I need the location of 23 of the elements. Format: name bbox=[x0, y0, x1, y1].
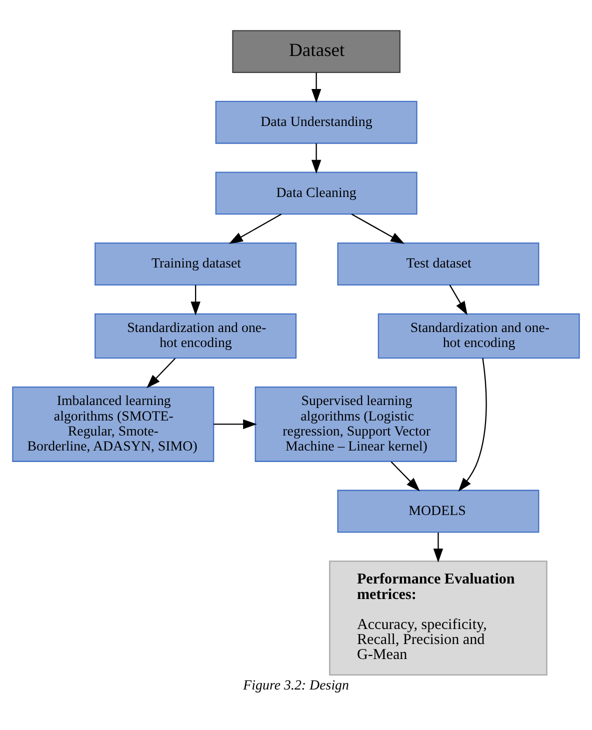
arrow bbox=[390, 461, 420, 492]
node-box: Standardization and one- hot encoding bbox=[94, 313, 297, 359]
node-box: Standardization and one- hot encoding bbox=[378, 313, 580, 359]
node-box: Test dataset bbox=[337, 242, 540, 286]
arrow bbox=[146, 358, 176, 388]
node-box: Imbalanced learning algorithms (SMOTE- Regular, Smote- Borderline, ADASYN, SIMO) bbox=[12, 386, 214, 462]
arrow bbox=[449, 284, 468, 316]
node-box: Data Understanding bbox=[215, 100, 418, 144]
arrow bbox=[351, 214, 405, 244]
node-box: Data Cleaning bbox=[215, 172, 418, 215]
arrow bbox=[214, 419, 258, 430]
arrow bbox=[433, 532, 444, 563]
arrow bbox=[458, 358, 487, 492]
node-box: Performance Evaluation metrices: Accuracy, specificity, Recall, Precision and G-Mean bbox=[329, 560, 548, 676]
node-box: Dataset bbox=[232, 30, 400, 74]
arrow bbox=[311, 72, 322, 103]
node-box: Supervised learning algorithms (Logistic regression, Support Vector Machine – Linear kernel) bbox=[254, 386, 457, 462]
node-box: Training dataset bbox=[94, 242, 297, 286]
arrow bbox=[311, 143, 322, 174]
arrow bbox=[228, 214, 282, 244]
caption: Figure 3.2: Design bbox=[243, 678, 350, 694]
node-box: MODELS bbox=[337, 490, 540, 533]
arrow bbox=[190, 284, 200, 316]
